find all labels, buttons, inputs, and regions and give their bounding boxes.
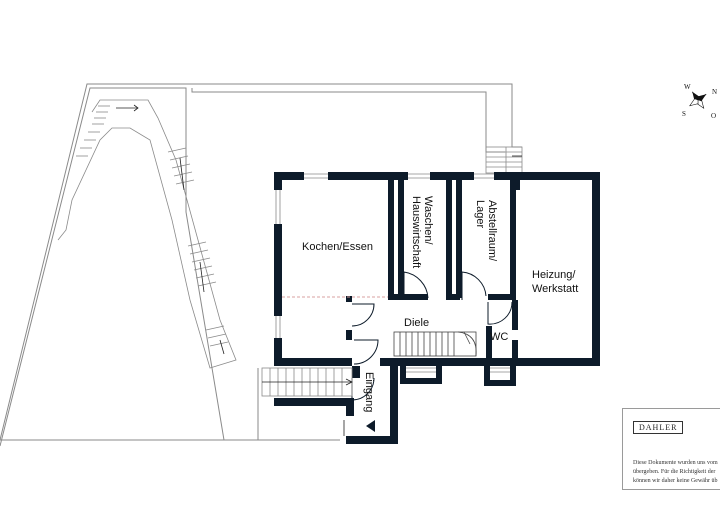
- room-label-hall: Diele: [404, 317, 429, 329]
- walls: [274, 172, 600, 444]
- compass-rose-icon: [689, 91, 707, 109]
- room-label-laundry-1: Waschen/: [422, 196, 434, 245]
- disclaimer-line: übergeben. Für die Richtigkeit der: [633, 469, 716, 475]
- compass-s: S: [682, 110, 686, 118]
- room-label-laundry-2: Hauswirtschaft: [410, 196, 422, 268]
- room-label-entrance: Eingang: [363, 372, 375, 412]
- room-label-wc: WC: [490, 331, 508, 343]
- disclaimer-text: Diese Dokumente wurden uns vom übergeben…: [633, 459, 720, 486]
- room-label-kitchen: Kochen/Essen: [302, 241, 373, 253]
- compass-o: O: [711, 112, 716, 120]
- compass: W N S O: [682, 83, 717, 120]
- terrace-outline: [0, 83, 522, 447]
- disclaimer-line: Diese Dokumente wurden uns vom: [633, 460, 718, 466]
- outdoor-stair: [57, 99, 237, 369]
- entrance-stair: [261, 367, 353, 436]
- windows: [275, 173, 510, 373]
- hall-stair: [393, 331, 477, 357]
- room-label-heating-1: Heizung/: [532, 269, 576, 281]
- room-label-storage-2: Lager: [474, 200, 486, 228]
- brand-logo: DAHLER: [633, 421, 684, 434]
- entrance-arrow: [366, 420, 375, 432]
- info-box: DAHLER Diese Dokumente wurden uns vom üb…: [622, 408, 720, 490]
- compass-w: W: [684, 83, 691, 91]
- disclaimer-line: können wir daher keine Gewähr üb: [633, 478, 718, 484]
- room-label-storage-1: Abstellraum/: [486, 200, 498, 262]
- doors: [351, 271, 513, 401]
- outdoor-stair-upper: [485, 146, 523, 174]
- compass-n: N: [712, 88, 717, 96]
- room-label-heating-2: Werkstatt: [532, 283, 578, 295]
